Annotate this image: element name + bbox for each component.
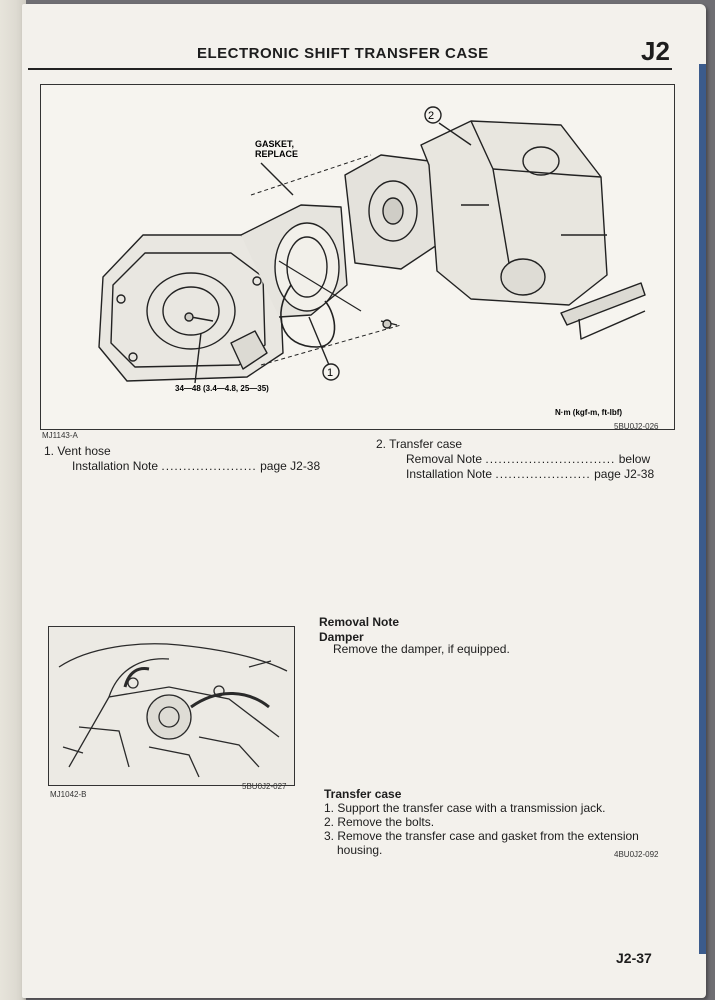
steps-code: 4BU0J2-092 bbox=[614, 850, 659, 859]
installation-note-ref: page J2-38 bbox=[260, 459, 321, 473]
installation-note-label: Installation Note bbox=[406, 467, 493, 481]
item-transfer-case-removal: Removal Note ...........................… bbox=[406, 452, 650, 466]
installation-note-label: Installation Note bbox=[72, 459, 159, 473]
damper-instruction: Remove the damper, if equipped. bbox=[333, 642, 510, 656]
callout-2: 2 bbox=[428, 110, 434, 122]
binder-spine bbox=[0, 0, 26, 1000]
exploded-view-figure: 2 1 GASKET, REPLACE 34—48 (3.4—4.8, 25—3… bbox=[40, 84, 675, 430]
leader-dots: ...................... bbox=[161, 459, 257, 473]
figure1-right-code: 5BU0J2-026 bbox=[614, 422, 659, 431]
step-2: 2. Remove the bolts. bbox=[324, 815, 435, 829]
item-vent-hose-note: Installation Note ......................… bbox=[72, 459, 320, 473]
damper-illustration bbox=[49, 627, 294, 785]
removal-note-label: Removal Note bbox=[406, 452, 483, 466]
step-3-continued: housing. bbox=[337, 843, 383, 857]
transfer-case-heading: Transfer case bbox=[324, 787, 402, 801]
figure2-right-code: 5BU0J2-027 bbox=[242, 782, 287, 791]
gasket-label-line1: GASKET, bbox=[255, 139, 294, 149]
damper-heading: Damper bbox=[319, 630, 364, 644]
figure2-left-code: MJ1042-B bbox=[50, 790, 87, 799]
torque-units: N·m (kgf-m, ft-lbf) bbox=[555, 408, 622, 417]
page-title: ELECTRONIC SHIFT TRANSFER CASE bbox=[197, 45, 489, 62]
gasket-label-line2: REPLACE bbox=[255, 149, 298, 159]
item-transfer-case-title: 2. Transfer case bbox=[376, 437, 463, 451]
page-number: J2-37 bbox=[616, 950, 652, 966]
binder-edge bbox=[699, 64, 706, 954]
leader-dots: ...................... bbox=[495, 467, 591, 481]
callout-1: 1 bbox=[327, 367, 333, 379]
installation-note-ref: page J2-38 bbox=[594, 467, 655, 481]
torque-spec: 34—48 (3.4—4.8, 25—35) bbox=[175, 384, 269, 393]
item-vent-hose-title: 1. Vent hose bbox=[44, 444, 111, 458]
section-code: J2 bbox=[641, 36, 670, 66]
header-rule bbox=[28, 68, 672, 70]
removal-note-ref: below bbox=[618, 452, 651, 466]
figure1-left-code: MJ1143-A bbox=[42, 431, 78, 440]
manual-page: ELECTRONIC SHIFT TRANSFER CASE J2 bbox=[22, 4, 706, 998]
leader-dots: .............................. bbox=[485, 452, 616, 466]
removal-note-heading: Removal Note bbox=[319, 615, 400, 629]
step-1: 1. Support the transfer case with a tran… bbox=[324, 801, 606, 815]
step-3: 3. Remove the transfer case and gasket f… bbox=[324, 829, 639, 843]
item-transfer-case-install: Installation Note ......................… bbox=[406, 467, 654, 481]
transfer-case-illustration: 2 1 GASKET, REPLACE 34—48 (3.4—4.8, 25—3… bbox=[98, 106, 646, 417]
damper-figure bbox=[48, 626, 295, 786]
